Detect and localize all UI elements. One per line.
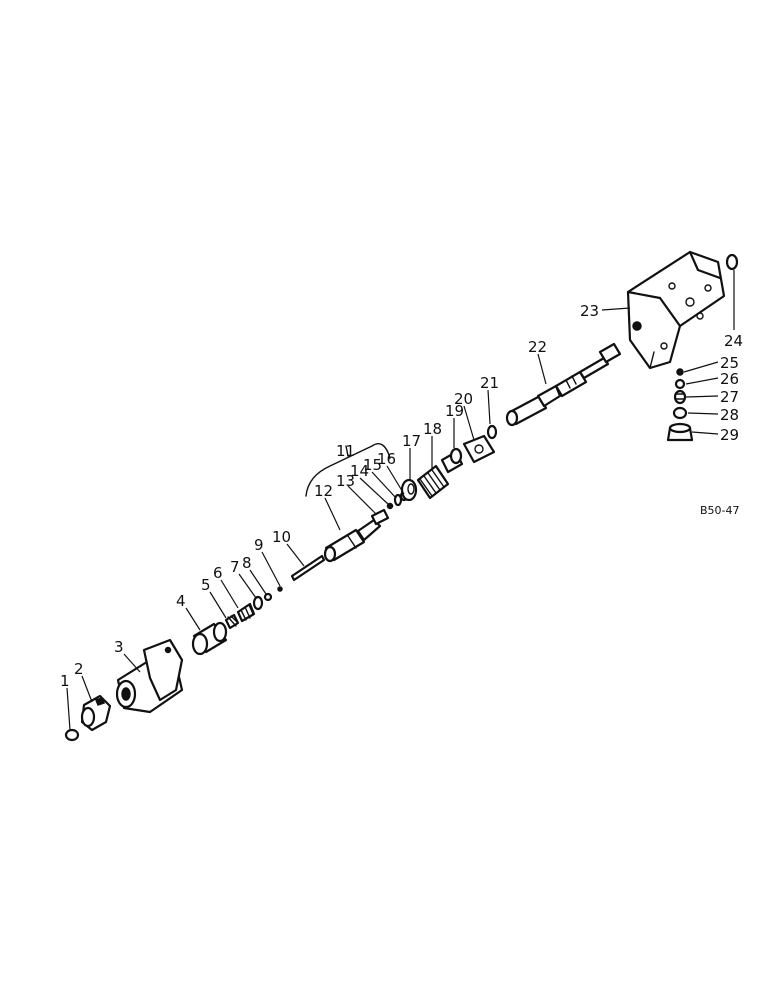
callout-8: 8 [242,554,252,572]
part-14-ball [386,502,394,510]
part-13-component [370,508,390,526]
callout-7: 7 [230,558,240,576]
part-4-sleeve [191,621,228,656]
callout-9: 9 [254,536,264,554]
part-9-ball [277,586,283,592]
callout-29: 29 [720,426,739,444]
callout-11: 11 [336,442,355,460]
callout-23: 23 [580,302,599,320]
part-10-pin [290,554,326,582]
part-22-main-spool [505,342,622,427]
part-24-o-ring [725,253,739,271]
part-27-spring [673,389,687,405]
part-12-spool [323,518,382,563]
callout-20: 20 [454,390,473,408]
part-20-plate [462,434,496,464]
part-25-ball [676,368,684,376]
part-6-spring [236,602,256,623]
part-23-valve-body [626,250,726,370]
callout-1: 1 [60,672,70,690]
part-1-o-ring [64,728,80,742]
part-2-end-plug [80,694,112,732]
callout-24: 24 [724,332,743,350]
callout-4: 4 [176,592,186,610]
callout-28: 28 [720,406,739,424]
callout-labels: 1 2 3 4 5 6 7 8 9 10 11 12 13 14 15 16 1… [60,302,743,690]
leader-lines [66,270,735,731]
callout-5: 5 [201,576,211,594]
callout-26: 26 [720,370,739,388]
part-28-o-ring [672,406,688,420]
part-18-spring [416,464,450,500]
callout-6: 6 [213,564,223,582]
callout-15: 15 [363,456,382,474]
assembly-11-bracket [305,443,391,497]
callout-3: 3 [114,638,124,656]
callout-14: 14 [350,462,369,480]
part-3-valve-housing [115,638,184,714]
part-5-spring [224,613,240,630]
callout-10: 10 [272,528,291,546]
callout-16: 16 [377,450,396,468]
callout-21: 21 [480,374,499,392]
callout-27: 27 [720,388,739,406]
callout-13: 13 [336,472,355,490]
part-8-ball [263,592,273,602]
part-19-spring-seat [440,447,464,474]
callout-12: 12 [314,482,333,500]
part-29-plug [666,422,694,442]
callout-19: 19 [445,402,464,420]
callout-25: 25 [720,354,739,372]
part-17-retainer [400,478,418,502]
drawing-code: B50-47 [700,504,740,517]
part-26-washer [674,378,686,390]
callout-22: 22 [528,338,547,356]
callout-18: 18 [423,420,442,438]
callout-17: 17 [402,432,421,450]
part-7-washer [252,595,264,611]
part-15-washer [393,493,403,507]
part-21-o-ring [486,424,498,440]
callout-2: 2 [74,660,84,678]
